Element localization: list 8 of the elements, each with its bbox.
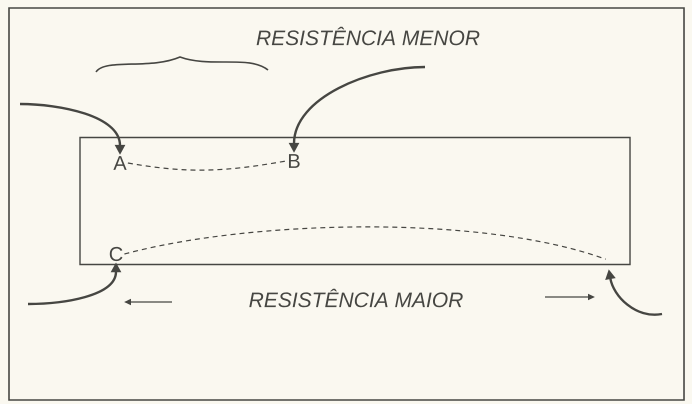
label: RESISTÊNCIA MENOR bbox=[256, 26, 480, 46]
dashed-line bbox=[124, 226, 606, 260]
label: RESISTÊNCIA MAIOR bbox=[249, 288, 463, 308]
point-letter: A bbox=[113, 156, 127, 170]
point-letter: B bbox=[288, 154, 300, 168]
point-letter: C bbox=[110, 246, 122, 262]
dashed-line bbox=[128, 160, 286, 171]
block bbox=[79, 136, 631, 266]
